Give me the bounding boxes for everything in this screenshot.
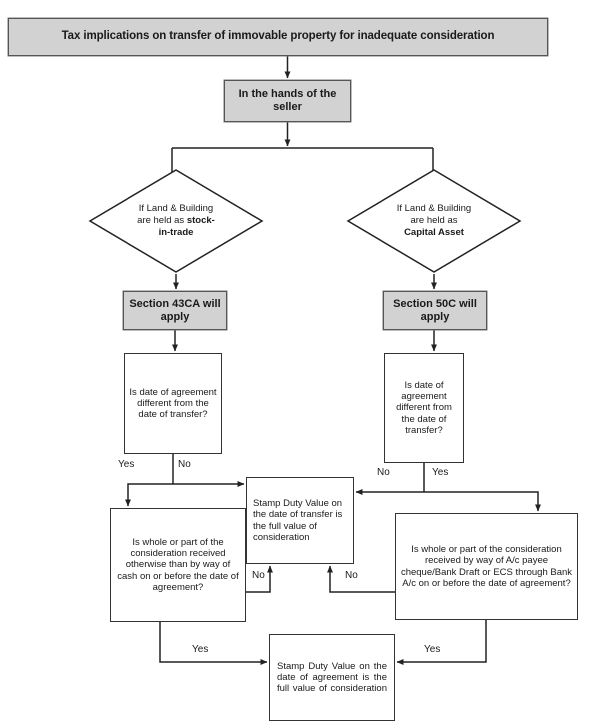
section-50c-text: Section 50C will apply	[393, 297, 477, 323]
outcome-agreement-text: Stamp Duty Value on the date of agreemen…	[277, 660, 387, 695]
capital-line-3-bold: Capital Asset	[404, 226, 464, 238]
capital-line-1: If Land & Building	[396, 203, 472, 215]
edge-cash-yes	[159, 622, 268, 665]
node-section-50c: Section 50C will apply	[383, 291, 487, 330]
question-cheque-text: Is whole or part of the consideration re…	[400, 544, 573, 589]
question-date-right-text: Is date of agreement different from the …	[396, 379, 452, 436]
question-cash-text: Is whole or part of the consideration re…	[117, 536, 239, 593]
edge-cheque-no	[327, 565, 395, 593]
seller-node-text: In the hands of the seller	[238, 88, 337, 113]
edge-cheque-yes	[396, 620, 487, 665]
node-in-the-hands-of-the-seller: In the hands of the seller	[224, 80, 351, 122]
question-consideration-cheque-ecs: Is whole or part of the consideration re…	[395, 513, 578, 620]
edge-label-cheque-yes: Yes	[424, 644, 441, 655]
edge-label-left-no: No	[178, 459, 191, 470]
edge-label-cash-no: No	[252, 570, 265, 581]
section-43ca-text: Section 43CA will apply	[129, 297, 221, 323]
edge-label-right-no: No	[377, 467, 390, 478]
stock-line-2: are held as	[137, 215, 187, 227]
stock-line-1: If Land & Building	[138, 203, 214, 215]
node-section-43ca: Section 43CA will apply	[123, 291, 227, 330]
edge-label-cash-yes: Yes	[192, 644, 209, 655]
decision-stock-in-trade: If Land & Building are held as stock- in…	[88, 168, 264, 274]
question-date-left-text: Is date of agreement different from the …	[129, 386, 217, 421]
diamond-shape-stock	[88, 169, 264, 273]
question-date-difference-left: Is date of agreement different from the …	[124, 353, 222, 454]
edge-label-left-yes: Yes	[118, 459, 135, 470]
question-date-difference-right: Is date of agreement different from the …	[384, 353, 464, 463]
decision-stock-text: If Land & Building are held as stock- in…	[120, 203, 233, 239]
decision-capital-asset: If Land & Building are held as Capital A…	[346, 168, 522, 274]
edge-right-yes	[424, 491, 541, 512]
diagram-title-text: Tax implications on transfer of immovabl…	[61, 30, 495, 43]
capital-line-2: are held as	[410, 215, 458, 227]
edge-label-right-yes: Yes	[432, 467, 449, 478]
diagram-title-banner: Tax implications on transfer of immovabl…	[8, 18, 548, 56]
question-consideration-non-cash: Is whole or part of the consideration re…	[110, 508, 246, 622]
edge-left-yes	[125, 483, 173, 507]
diamond-shape-capital	[346, 169, 522, 273]
stock-line-3-bold: in-trade	[158, 226, 194, 238]
decision-capital-text: If Land & Building are held as Capital A…	[378, 203, 491, 239]
edge-label-cheque-no: No	[345, 570, 358, 581]
stock-line-2-bold: stock-	[186, 215, 215, 227]
outcome-stamp-duty-value-transfer-date: Stamp Duty Value on the date of transfer…	[246, 477, 354, 564]
outcome-transfer-text: Stamp Duty Value on the date of transfer…	[253, 498, 343, 543]
outcome-stamp-duty-value-agreement-date: Stamp Duty Value on the date of agreemen…	[269, 634, 395, 721]
